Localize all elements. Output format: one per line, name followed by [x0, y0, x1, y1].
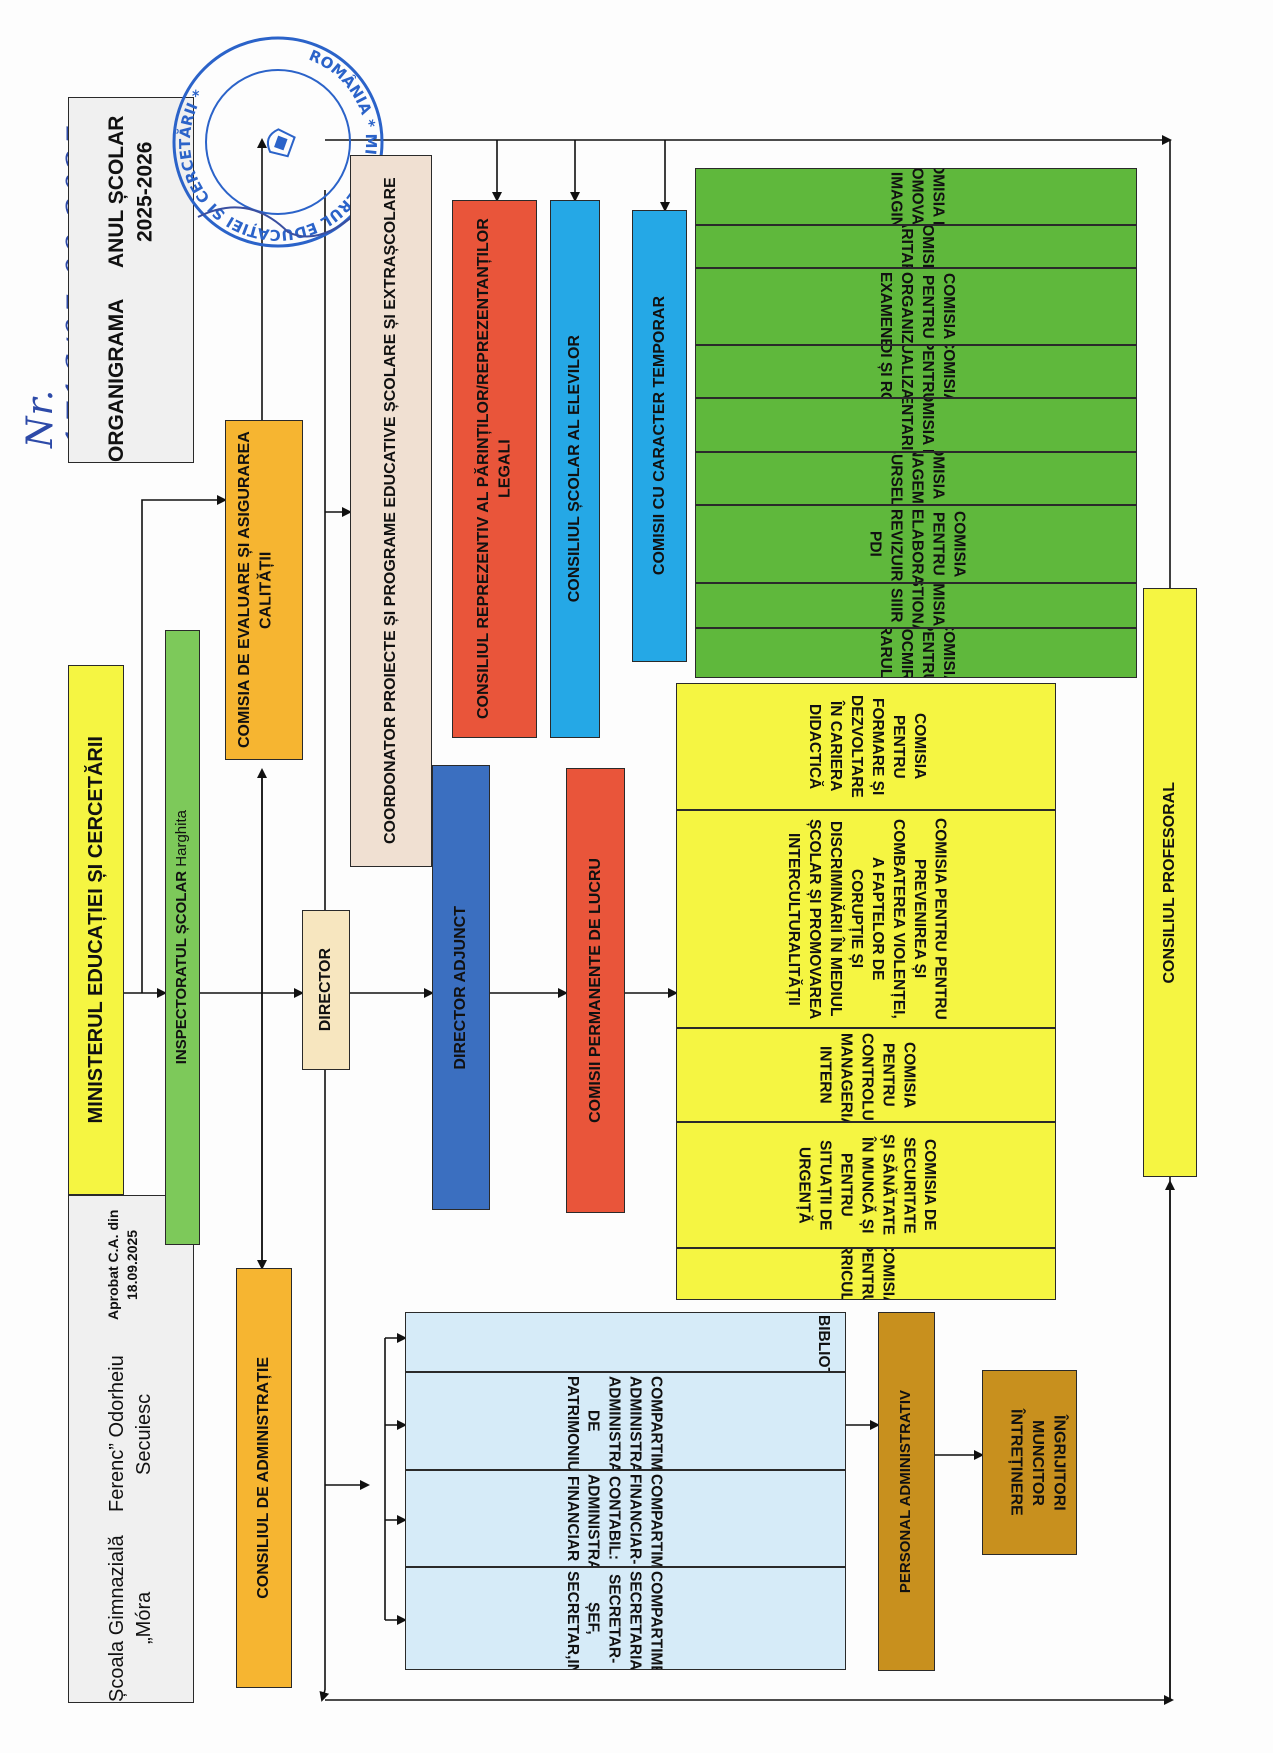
inspectorate-label: INSPECTORATUL ȘCOLAR — [173, 871, 191, 1065]
permanent-item-label: COMISIA PENTRU CURRICULUM — [838, 1248, 897, 1300]
quality-commission-label: COMISIA DE EVALUARE ȘI ASIGURAREA CALITĂ… — [236, 431, 275, 749]
header-title-box: ORGANIGRAMA ANUL ȘCOLAR 2025-2026 — [68, 97, 194, 463]
page-subtitle: ANUL ȘCOLAR 2025-2026 — [104, 115, 156, 268]
temporary-commissions-box: COMISII CU CARACTER TEMPORAR — [632, 210, 687, 662]
temporary-item-roi: COMISIA PENTRU ACTUALIZAREA ROI ȘI ROF — [695, 345, 1137, 398]
teachers-council-box: CONSILIUL PROFESORAL — [1143, 588, 1197, 1177]
permanent-item-label: COMISIA PENTRU FORMARE ȘI DEZVOLTARE ÎN … — [806, 695, 928, 798]
temporary-item-parity: COMISIA PARITARĂ — [695, 225, 1137, 268]
workers-box: ÎNGRIJITORI MUNCITOR ÎNTREȚINERE — [982, 1370, 1077, 1555]
workers-label: ÎNGRIJITORI MUNCITOR ÎNTREȚINERE — [1007, 1409, 1068, 1516]
inspectorate-box: INSPECTORATUL ȘCOLAR Harghita — [165, 630, 200, 1245]
permanent-item-label: COMISIA PENTRU CONTROLUL MANAGERIAL INTE… — [816, 1032, 918, 1122]
temporary-item-label: COMISIA DE PROMOVARE A IMAGINII — [887, 168, 947, 225]
temporary-item-schedule: COMISIA PENTRU ÎNTOCMIREA ORARULUI — [695, 628, 1137, 678]
deputy-director-box: DIRECTOR ADJUNCT — [432, 765, 490, 1210]
school-name-line2: Ferenc” Odorheiu Secuiesc — [106, 1355, 155, 1513]
admin-staff-label: PERSONAL ADMINISTRATIV — [897, 1389, 915, 1594]
permanent-item-label: COMISIA DE SECURITATE ȘI SĂNĂTATE ÎN MUN… — [795, 1134, 939, 1236]
department-library-label: BIBLIOTECĂ — [815, 1314, 832, 1372]
temporary-item-label: COMISIA PENTRU ELABORAREA-REVIZUIREA PDI — [866, 509, 968, 583]
ministry-box: MINISTERUL EDUCAȚIEI ȘI CERCETĂRII — [68, 665, 124, 1195]
approval-note: Aprobat C.A. din 18.09.2025 — [105, 1209, 140, 1320]
temporary-item-label: COMISIA PENTRU ORGANIZAREA EXAMENELOR — [877, 271, 957, 345]
director-label: DIRECTOR — [317, 948, 335, 1032]
department-administrative-label: COMPARTIMENTUL ADMINISTRATIV: ADMINISTRA… — [563, 1376, 665, 1470]
department-financial: COMPARTIMENTUL FINANCIAR-CONTABIL: ADMIN… — [405, 1470, 846, 1567]
permanent-item-curriculum: COMISIA PENTRU CURRICULUM — [676, 1248, 1056, 1300]
teachers-council-label: CONSILIUL PROFESORAL — [1161, 781, 1179, 984]
permanent-item-safety: COMISIA DE SECURITATE ȘI SĂNĂTATE ÎN MUN… — [676, 1122, 1056, 1248]
temporary-item-label: COMISIA PENTRU ÎNTOCMIREA ORARULUI — [877, 628, 957, 678]
temporary-item-label: COMISIA PARITARĂ — [898, 225, 936, 268]
temporary-item-scholarships: COMISIA DE MANAGEMENT A BURSELOR — [695, 452, 1137, 505]
department-secretariat-label: COMPARTIMENTUL SECRETARIAT: SECRETAR-ȘEF… — [564, 1571, 665, 1670]
permanent-item-violence: COMISIA PENTRU PENTRU PREVENIREA ȘI COMB… — [676, 810, 1056, 1028]
school-name-line1: Școala Gimnazială „Móra — [106, 1535, 155, 1702]
department-library: BIBLIOTECĂ — [405, 1312, 846, 1372]
coordinator-label: COORDONATOR PROIECTE ȘI PROGRAME EDUCATI… — [382, 177, 400, 845]
students-council-label: CONSILIUL ȘCOLAR AL ELEVILOR — [566, 335, 584, 603]
permanent-commissions-label: COMISII PERMANENTE DE LUCRU — [586, 858, 604, 1123]
students-council-box: CONSILIUL ȘCOLAR AL ELEVILOR — [550, 200, 600, 738]
temporary-item-inventory: COMISIA DE INVENTARIERE — [695, 398, 1137, 452]
temporary-item-label: COMISIA DE MANAGEMENT A BURSELOR — [887, 452, 947, 505]
parents-council-box: CONSILIUL REPREZENTIV AL PĂRINȚILOR/REPR… — [452, 200, 537, 738]
parents-council-label: CONSILIUL REPREZENTIV AL PĂRINȚILOR/REPR… — [474, 218, 514, 720]
school-info-box: Școala Gimnazială „Móra Ferenc” Odorheiu… — [68, 1195, 194, 1703]
page-title: ORGANIGRAMA — [104, 298, 128, 462]
temporary-item-pdi: COMISIA PENTRU ELABORAREA-REVIZUIREA PDI — [695, 505, 1137, 583]
temporary-item-exams: COMISIA PENTRU ORGANIZAREA EXAMENELOR — [695, 268, 1137, 345]
inspectorate-county: Harghita — [173, 810, 191, 872]
department-secretariat: COMPARTIMENTUL SECRETARIAT: SECRETAR-ȘEF… — [405, 1567, 846, 1670]
permanent-item-label: COMISIA PENTRU PENTRU PREVENIREA ȘI COMB… — [785, 818, 949, 1020]
permanent-item-control: COMISIA PENTRU CONTROLUL MANAGERIAL INTE… — [676, 1028, 1056, 1122]
temporary-item-label: COMISIA DE GESTIONARE SIIIR — [887, 583, 947, 627]
admin-staff-box: PERSONAL ADMINISTRATIV — [878, 1312, 935, 1671]
temporary-item-image: COMISIA DE PROMOVARE A IMAGINII — [695, 168, 1137, 225]
quality-commission-box: COMISIA DE EVALUARE ȘI ASIGURAREA CALITĂ… — [225, 420, 303, 760]
admin-council-label: CONSILIUL DE ADMINISTRAȚIE — [255, 1357, 273, 1599]
permanent-commissions-box: COMISII PERMANENTE DE LUCRU — [566, 768, 625, 1213]
temporary-item-label: COMISIA PENTRU ACTUALIZAREA ROI ȘI ROF — [877, 345, 957, 398]
temporary-item-label: COMISIA DE INVENTARIERE — [898, 398, 936, 451]
coordinator-box: COORDONATOR PROIECTE ȘI PROGRAME EDUCATI… — [350, 155, 432, 867]
permanent-item-training: COMISIA PENTRU FORMARE ȘI DEZVOLTARE ÎN … — [676, 683, 1056, 810]
temporary-item-siiir: COMISIA DE GESTIONARE SIIIR — [695, 583, 1137, 628]
deputy-director-label: DIRECTOR ADJUNCT — [452, 905, 470, 1070]
department-administrative: COMPARTIMENTUL ADMINISTRATIV: ADMINISTRA… — [405, 1372, 846, 1470]
temporary-commissions-label: COMISII CU CARACTER TEMPORAR — [650, 296, 668, 576]
ministry-label: MINISTERUL EDUCAȚIEI ȘI CERCETĂRII — [84, 736, 107, 1124]
department-financial-label: COMPARTIMENTUL FINANCIAR-CONTABIL: ADMIN… — [563, 1473, 665, 1567]
admin-council-box: CONSILIUL DE ADMINISTRAȚIE — [236, 1268, 292, 1688]
director-box: DIRECTOR — [302, 910, 350, 1070]
